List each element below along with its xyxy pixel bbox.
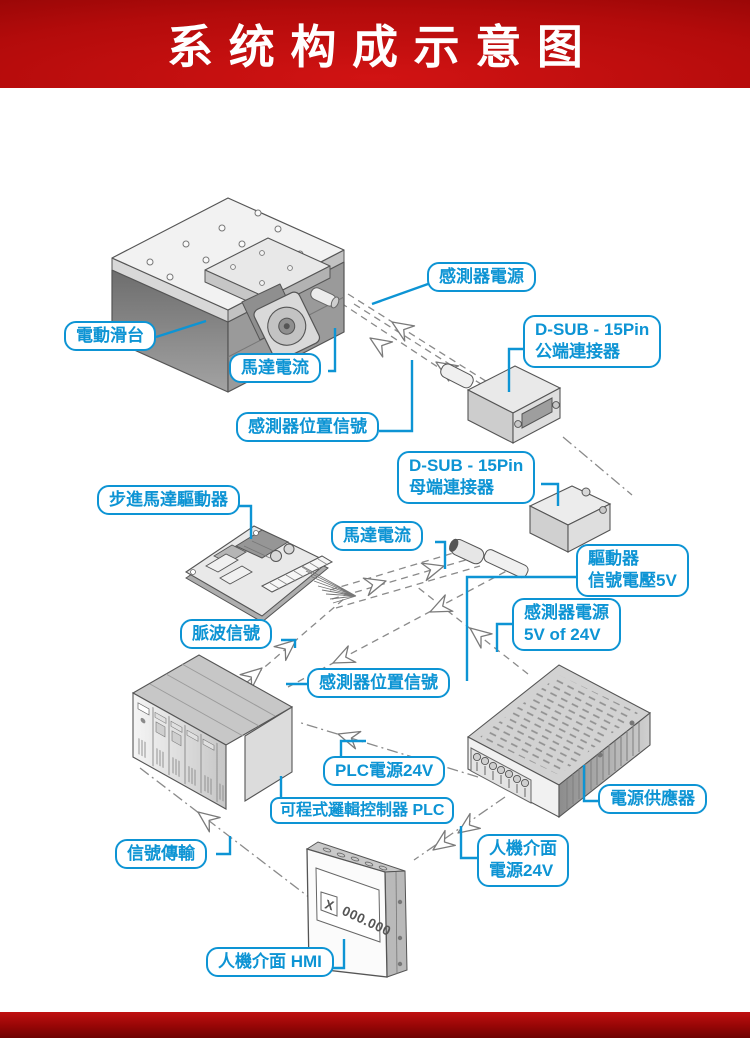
leader-sensor-position-top [379,360,414,433]
signal-transmission-route [139,767,311,899]
plc-illustration [131,654,294,810]
page-title: 系统构成示意图 [167,21,599,73]
leader-pulse-signal [281,638,297,648]
hmi-power-route [413,796,506,861]
callout-sensor-power-5v: 感測器電源 5V of 24V [512,598,621,651]
callout-sensor-position-low: 感測器位置信號 [307,668,450,699]
hmi-illustration: X 000.000 [305,841,408,978]
callout-leaders [155,282,599,970]
callout-sensor-position-top: 感測器位置信號 [236,412,379,443]
slide-table-illustration [111,197,345,393]
callout-slide-table: 電動滑台 [64,321,156,352]
cable-ferrule [449,538,485,565]
stepper-driver-illustration [184,525,357,623]
callout-power-supply: 電源供應器 [598,784,707,815]
driver-wire-fan [301,565,357,604]
hmi-axis-box [320,891,338,917]
leader-hmi [330,939,346,970]
callout-sensor-power-top: 感測器電源 [427,262,536,293]
footer-bar [0,1012,750,1038]
dsub-female-connector-illustration [449,485,612,579]
flow-arrow [364,329,394,358]
callout-hmi-power: 人機介面 電源24V [477,834,569,887]
cable-routes [139,293,633,899]
callout-pulse-signal: 脈波信號 [180,619,272,650]
leader-sensor-power-top [371,282,429,306]
leader-power-supply [582,765,599,803]
flow-arrow [425,594,454,621]
leader-plc-power [339,739,366,757]
dsub-male-connector-illustration [440,363,562,444]
leader-dsub-female [541,482,560,506]
callout-signal-transmission: 信號傳輸 [115,839,207,870]
leader-driver-signal [465,575,577,681]
hmi-screen [315,867,381,943]
title-banner: 系统构成示意图 [0,0,750,88]
power-supply-illustration [466,664,652,819]
callout-driver-signal-voltage: 驅動器 信號電壓5V [576,544,689,597]
leader-motor-current-mid [435,540,447,569]
stepper-motor-illustration [253,291,321,361]
flow-arrow [463,620,493,649]
leader-slide-table [155,319,207,339]
flow-arrow [386,313,416,342]
callout-motor-current-top: 馬達電流 [229,353,321,384]
motor-cable-route [340,293,501,397]
flow-arrow [273,632,303,662]
plc-power-route [297,721,479,778]
callout-plc: 可程式邏輯控制器 PLC [270,797,455,825]
driver-cable-route [329,547,481,609]
male-to-female-route [562,436,633,496]
callout-stepper-driver: 步進馬達驅動器 [97,485,240,516]
flow-arrow [334,724,362,750]
callout-dsub-male: D-SUB - 15Pin 公端連接器 [523,315,662,368]
leader-motor-current-top [328,328,337,373]
leader-sensor-power-5v [495,622,512,652]
leader-dsub-male [507,347,524,392]
callout-plc-power: PLC電源24V [323,756,446,787]
flow-arrow [191,804,221,833]
leader-hmi-power [459,826,477,860]
leader-signal-transmission [216,836,232,856]
hmi-top-slots [322,847,388,871]
leader-stepper-driver [236,504,253,539]
callout-motor-current-mid: 馬達電流 [331,521,423,552]
motor-cable-stub [310,287,340,309]
flow-arrow [452,812,482,842]
callout-hmi: 人機介面 HMI [206,947,334,978]
callout-dsub-female: D-SUB - 15Pin 母端連接器 [397,451,536,504]
